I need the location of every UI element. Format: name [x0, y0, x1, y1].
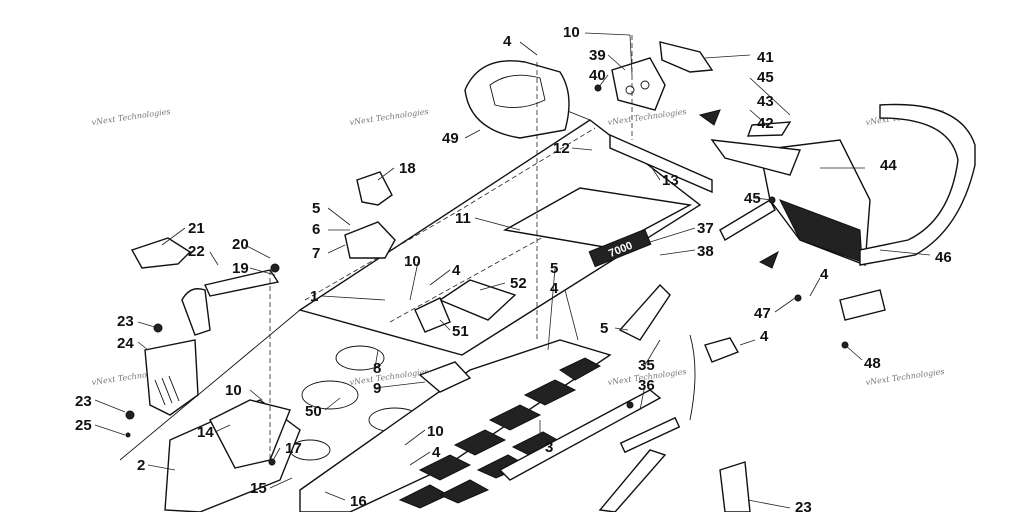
callout-43: 43: [757, 93, 774, 110]
callout-45b: 45: [744, 190, 761, 207]
callout-17: 17: [285, 440, 302, 457]
callout-2: 2: [137, 457, 145, 474]
callout-16: 16: [350, 493, 367, 510]
callout-1: 1: [310, 288, 318, 305]
callout-47: 47: [754, 305, 771, 322]
callout-41: 41: [757, 49, 774, 66]
callout-4d: 4: [820, 266, 829, 283]
seat-cushion-49: [464, 60, 570, 139]
tube-36: [619, 416, 681, 454]
callout-39: 39: [589, 47, 606, 64]
callout-7: 7: [312, 245, 320, 262]
rail-3: [498, 389, 662, 481]
callout-21: 21: [188, 220, 205, 237]
callout-38: 38: [697, 243, 714, 260]
cover-21: [130, 237, 192, 269]
callout-10a: 10: [563, 24, 580, 41]
callout-3: 3: [545, 439, 553, 456]
footrest-tread: [398, 357, 602, 509]
callout-18: 18: [399, 160, 416, 177]
callout-35: 35: [638, 357, 655, 374]
callout-layer: 4 10 39 41 40 45 43 42 49 12 13 44 18 45…: [75, 24, 952, 512]
rivet-row-1: [304, 127, 596, 301]
callout-14: 14: [197, 424, 214, 441]
callout-52: 52: [510, 275, 527, 292]
callout-48: 48: [864, 355, 881, 372]
callout-24: 24: [117, 335, 134, 352]
callout-20: 20: [232, 236, 249, 253]
callout-9: 9: [373, 380, 381, 397]
callout-5b: 5: [550, 260, 558, 277]
decal-badge: [588, 228, 652, 268]
callout-15: 15: [250, 480, 267, 497]
handle-24-top: [181, 288, 211, 336]
bracket-42: [710, 139, 801, 176]
rear-bumper-46: [859, 103, 976, 266]
tunnel-inner-panel: [502, 187, 693, 249]
reflector-left: [698, 109, 721, 126]
bracket-23-lower: [719, 461, 751, 512]
callout-8: 8: [373, 360, 381, 377]
vent-slots: [154, 375, 180, 406]
callout-51: 51: [452, 323, 469, 340]
callout-36: 36: [638, 377, 655, 394]
decal-43: [746, 121, 792, 137]
callout-5c: 5: [600, 320, 608, 337]
bracket-24: [144, 339, 199, 416]
callout-40: 40: [589, 67, 606, 84]
callout-4a: 4: [503, 33, 512, 50]
callout-10c: 10: [225, 382, 242, 399]
callout-6: 6: [312, 221, 320, 238]
rail-13: [609, 133, 713, 194]
watermark-3: vNext Technologies: [607, 107, 687, 127]
clip-4: [704, 337, 740, 363]
callout-46: 46: [935, 249, 952, 266]
callout-50: 50: [305, 403, 322, 420]
callout-4b: 4: [452, 262, 461, 279]
callout-11: 11: [455, 210, 471, 227]
callout-45a: 45: [757, 69, 774, 86]
callout-23a: 23: [117, 313, 134, 330]
access-panel-52: [438, 279, 517, 321]
callout-19: 19: [232, 260, 249, 277]
callout-25: 25: [75, 417, 92, 434]
bracket-39: [611, 57, 666, 111]
tunnel-assembly: 7000: [119, 107, 702, 512]
rail-45: [719, 199, 776, 241]
callout-37: 37: [697, 220, 714, 237]
cover-9: [418, 361, 472, 393]
bracket-35: [618, 283, 671, 341]
boot-18: [356, 171, 393, 206]
watermark-1: vNext Technologies: [91, 107, 171, 127]
callout-4c: 4: [550, 280, 559, 297]
callout-5a: 5: [312, 200, 320, 217]
bumper-end-47: [839, 289, 886, 321]
light-41: [659, 41, 714, 73]
callout-49: 49: [442, 130, 459, 147]
cover-51: [414, 297, 451, 333]
callout-10b: 10: [404, 253, 421, 270]
callout-22: 22: [188, 243, 205, 260]
cover-7: [344, 221, 396, 259]
callout-23c: 23: [795, 499, 812, 512]
reflector-right: [758, 250, 779, 269]
leader-lines: [94, 32, 931, 509]
callout-4f: 4: [432, 444, 441, 461]
callout-10d: 10: [427, 423, 444, 440]
cutout-1: [335, 345, 385, 371]
cable-4: [689, 334, 696, 421]
watermark-2: vNext Technologies: [349, 107, 429, 127]
bracket-19: [204, 269, 280, 297]
rail-lower: [598, 449, 667, 512]
callout-42: 42: [757, 115, 774, 132]
callout-23b: 23: [75, 393, 92, 410]
callout-4e: 4: [760, 328, 769, 345]
callout-13: 13: [662, 172, 679, 189]
cutout-2: [301, 380, 359, 410]
callout-12: 12: [553, 140, 570, 157]
callout-44: 44: [880, 157, 897, 174]
